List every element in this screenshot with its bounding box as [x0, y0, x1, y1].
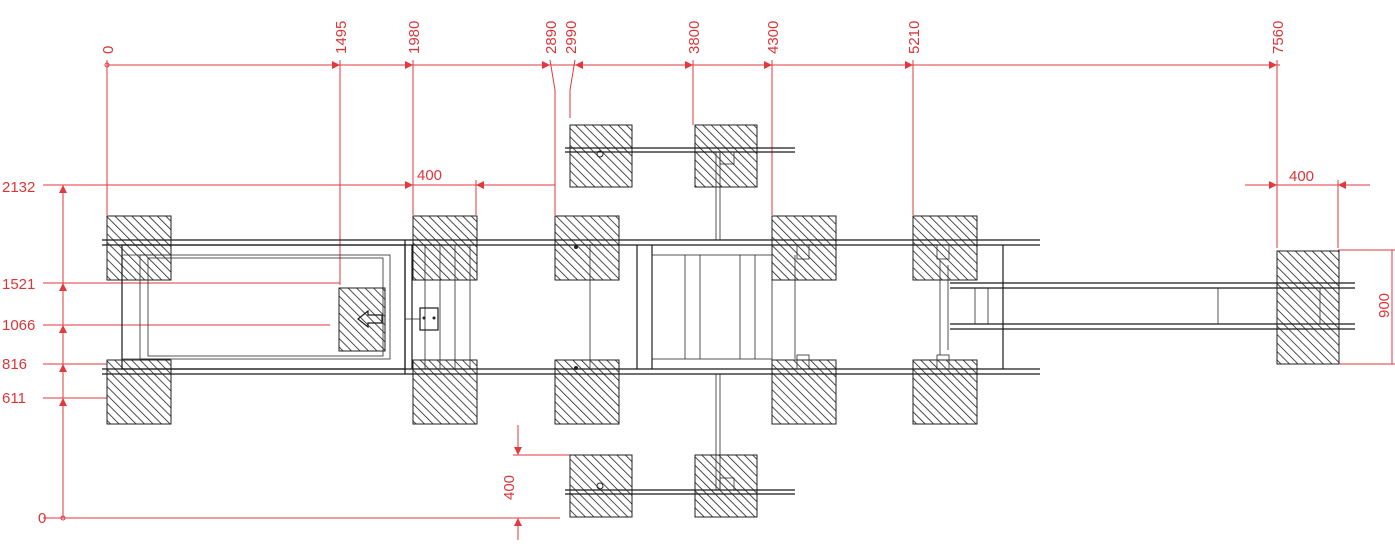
pad — [569, 454, 633, 518]
top-dim-1980: 1980 — [406, 21, 423, 54]
top-dim-2890: 2890 — [543, 21, 560, 54]
pad — [412, 215, 478, 281]
pad — [912, 215, 978, 281]
left-dim-611: 611 — [2, 390, 26, 407]
top-dim-0: 0 — [100, 46, 117, 54]
pad — [106, 215, 172, 281]
right-height-label: 900 — [1376, 293, 1393, 318]
pad — [771, 215, 837, 281]
top-dimension-chain — [104, 59, 1280, 285]
pad — [694, 454, 758, 518]
pad — [912, 359, 978, 425]
bottom-gap-dimension: 400 — [501, 425, 570, 540]
pad — [771, 359, 837, 425]
right-gap-label: 400 — [1289, 168, 1314, 185]
support-pads — [106, 124, 1340, 518]
chassis-frame — [102, 147, 1355, 495]
top-dim-4300: 4300 — [765, 21, 782, 54]
left-dim-1521: 1521 — [2, 276, 35, 293]
pad — [694, 124, 758, 188]
pad — [412, 359, 478, 425]
left-dim-816: 816 — [2, 356, 27, 373]
pad — [338, 287, 386, 352]
pad — [1276, 250, 1340, 365]
left-dim-0: 0 — [38, 510, 46, 527]
pad — [554, 359, 620, 425]
left-dimension-labels: 2132 1521 1066 816 611 0 — [2, 179, 46, 527]
right-gap-dimension: 400 — [1245, 168, 1370, 248]
top-dimension-labels: 0 1495 1980 2890 2990 3800 4300 5210 756… — [100, 21, 1287, 54]
left-dim-1066: 1066 — [2, 317, 35, 334]
top-dim-7560: 7560 — [1270, 21, 1287, 54]
middle-gap-dimension: 400 — [380, 167, 510, 215]
pad — [554, 215, 620, 281]
pad — [569, 124, 633, 188]
middle-gap-label: 400 — [417, 167, 442, 184]
top-dim-3800: 3800 — [686, 21, 703, 54]
left-dimension-chain — [43, 184, 560, 521]
pad — [106, 359, 172, 425]
right-height-dimension: 900 — [1338, 249, 1395, 365]
left-dim-2132: 2132 — [2, 179, 35, 196]
top-dim-1495: 1495 — [333, 21, 350, 54]
bottom-gap-label: 400 — [501, 475, 518, 500]
top-dim-5210: 5210 — [906, 21, 923, 54]
top-dim-2990: 2990 — [563, 21, 580, 54]
